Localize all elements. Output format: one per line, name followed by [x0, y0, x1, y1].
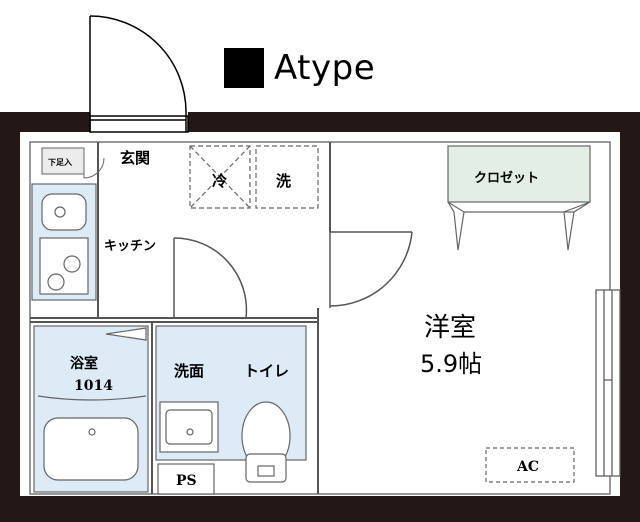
washer-space [255, 145, 319, 209]
washroom-door [173, 237, 248, 319]
washroom [155, 325, 307, 483]
fridge-space [189, 145, 251, 209]
shoe-box-label: 下足入 [48, 157, 72, 167]
closet-label: クロゼット [474, 170, 539, 186]
shoe-box [41, 147, 105, 179]
aircon-box [485, 447, 575, 483]
aircon-label: AC [516, 459, 539, 475]
western-room-name: 洋室 [424, 313, 476, 343]
bath-size-label: 1014 [74, 378, 113, 394]
washer-label: 洗 [276, 172, 291, 190]
kitchen-label: キッチン [104, 239, 156, 254]
plan-title-text: Atype [274, 48, 376, 88]
pipe-space-box [157, 463, 215, 495]
washroom-label: 洗面 [174, 362, 204, 380]
western-room-size: 5.9帖 [420, 350, 482, 378]
bathroom [33, 325, 149, 493]
room-door [329, 231, 413, 308]
entrance-door [89, 15, 189, 133]
fridge-label: 冷 [212, 172, 227, 190]
entrance-label: 玄関 [120, 149, 150, 167]
right-window [595, 289, 621, 477]
plan-title: Atype [224, 46, 375, 90]
closet [447, 145, 591, 251]
title-square-icon [224, 48, 264, 88]
bath-label: 浴室 [70, 355, 98, 372]
kitchen-counter [31, 183, 97, 301]
toilet-label: トイレ [244, 362, 289, 380]
outer-walls [0, 112, 640, 522]
pipe-space-label: PS [176, 473, 197, 489]
